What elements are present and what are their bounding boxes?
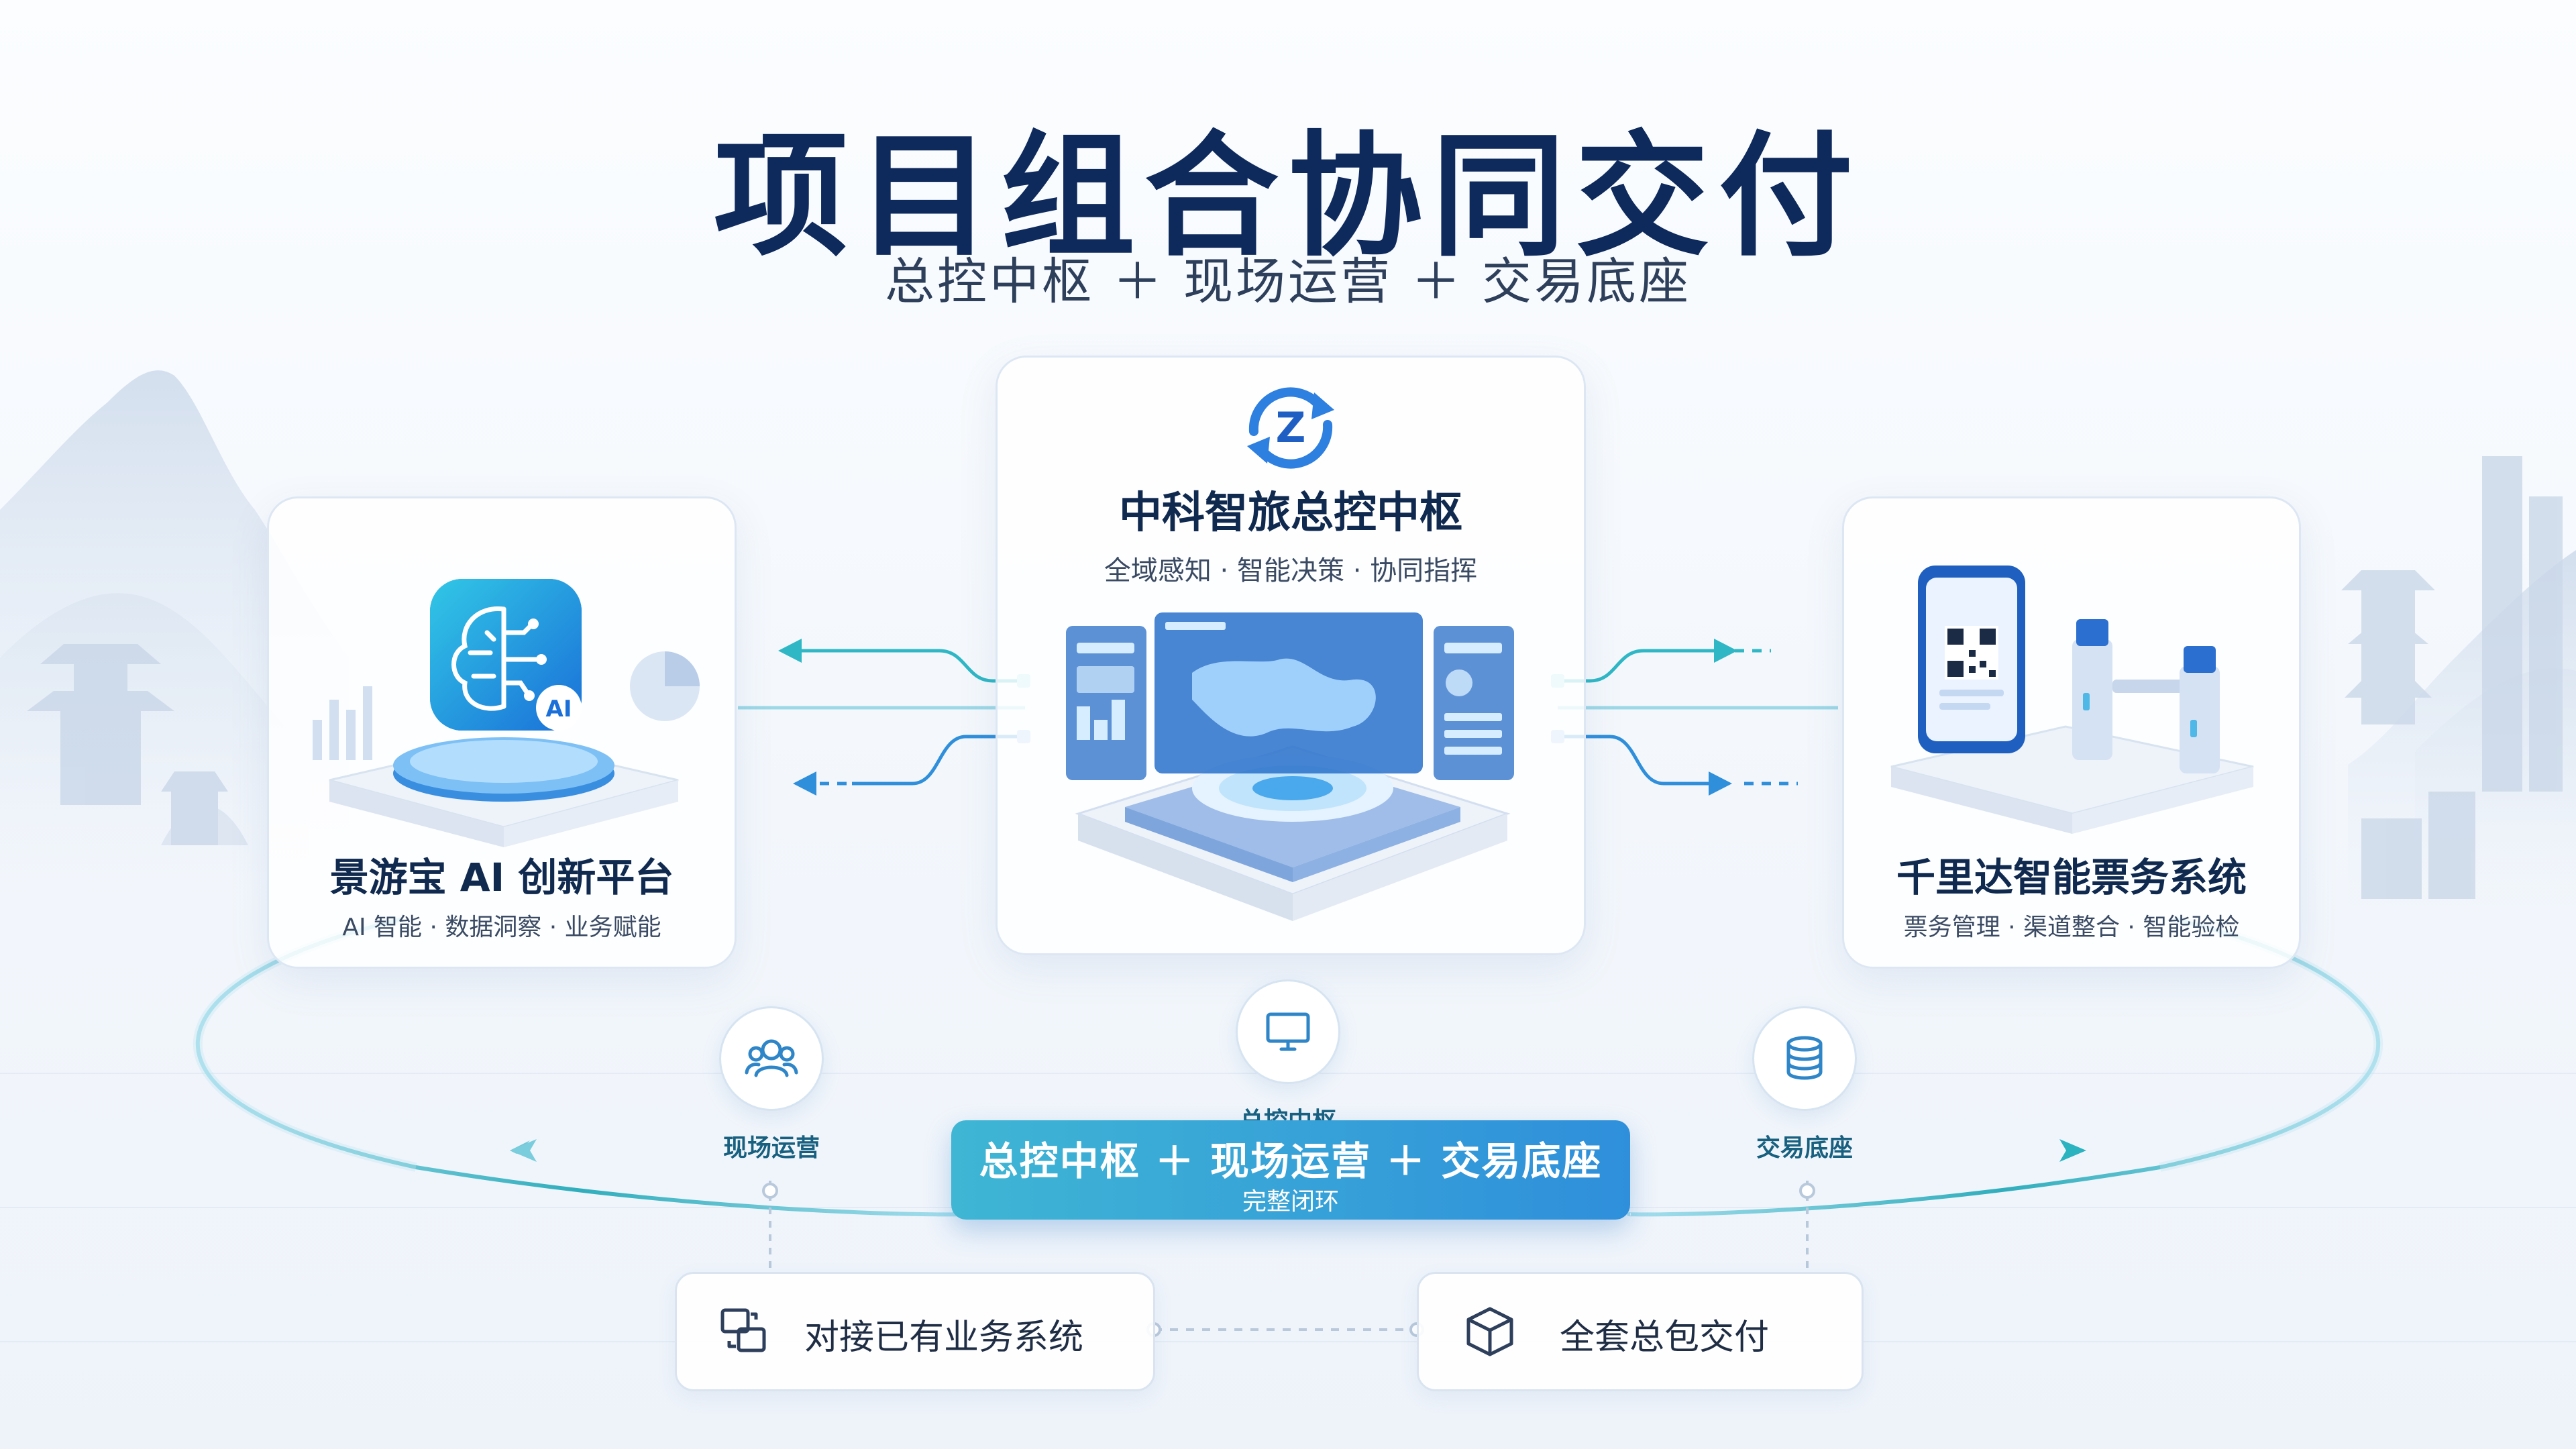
users-icon: [719, 1006, 824, 1111]
package-cube-icon: [1466, 1307, 1513, 1356]
box-integrate-systems: 对接已有业务系统: [675, 1272, 1155, 1391]
box-turnkey-delivery: 全套总包交付: [1417, 1272, 1864, 1391]
card-hub-title: 中科智旅总控中枢: [1119, 488, 1462, 538]
card-control-hub: Z 中科智旅总控中枢 全域感知 · 智能决策 · 协同指挥: [996, 356, 1586, 955]
card-ai-tags: AI 智能 · 数据洞察 · 业务赋能: [342, 914, 661, 941]
link-windows-icon: [720, 1308, 766, 1352]
ai-badge: AI: [546, 696, 572, 722]
page-title: 项目组合协同交付: [713, 119, 1862, 275]
box-turnkey-delivery-label: 全套总包交付: [1560, 1318, 1770, 1358]
svg-text:Z: Z: [1276, 403, 1306, 452]
banner-main-text: 总控中枢 ＋ 现场运营 ＋ 交易底座: [979, 1138, 1603, 1184]
card-ai-platform: AI 景游宝 AI 创新平台 AI 智能 · 数据洞察 · 业务赋能: [267, 496, 737, 969]
node-trading-base: 交易底座: [1744, 1006, 1865, 1163]
page-subtitle: 总控中枢 ＋ 现场运营 ＋ 交易底座: [884, 253, 1692, 311]
node-onsite-ops: 现场运营: [711, 1006, 832, 1163]
monitor-icon: [1236, 979, 1340, 1084]
ticketing-illustration: [1890, 566, 2254, 834]
node-onsite-ops-label: 现场运营: [722, 1134, 820, 1162]
node-trading-base-label: 交易底座: [1756, 1134, 1853, 1162]
right-pagoda: [2341, 456, 2563, 899]
box-integrate-systems-label: 对接已有业务系统: [804, 1318, 1084, 1358]
card-ticketing-tags: 票务管理 · 渠道整合 · 智能验检: [1903, 914, 2240, 941]
closed-loop-banner: 总控中枢 ＋ 现场运营 ＋ 交易底座 完整闭环: [951, 1120, 1630, 1220]
hub-logo-icon: Z: [1247, 387, 1334, 469]
card-hub-tags: 全域感知 · 智能决策 · 协同指挥: [1104, 555, 1478, 586]
left-pagoda: [27, 644, 248, 845]
orbit-ring: [195, 917, 962, 1217]
node-control-hub: 总控中枢: [1228, 979, 1348, 1136]
flow-to-left: [738, 639, 1030, 796]
command-center-illustration: [1066, 612, 1514, 921]
card-ai-title: 景游宝 AI 创新平台: [329, 855, 674, 900]
banner-sub-text: 完整闭环: [1242, 1188, 1339, 1216]
flow-to-right: [1551, 639, 1838, 796]
card-ticketing: 千里达智能票务系统 票务管理 · 渠道整合 · 智能验检: [1842, 496, 2301, 969]
ai-brain-illustration: AI: [313, 579, 700, 847]
card-ticketing-title: 千里达智能票务系统: [1896, 855, 2247, 900]
database-icon: [1752, 1006, 1857, 1111]
